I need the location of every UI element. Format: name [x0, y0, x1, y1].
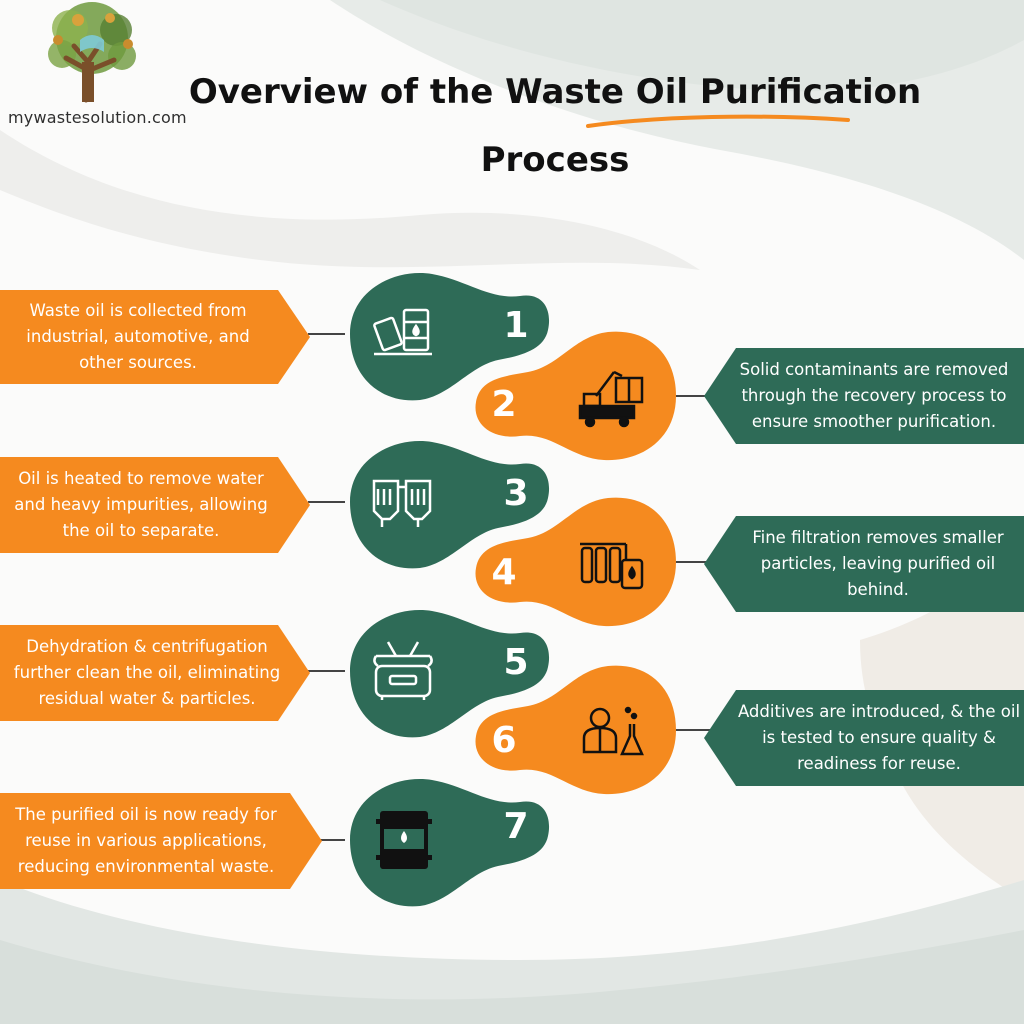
step-5-text: Dehydration & centrifugation further cle…	[13, 637, 281, 708]
step-2-box	[704, 348, 1024, 444]
step-1-text: Waste oil is collected from industrial, …	[26, 301, 250, 372]
step-1-box	[0, 290, 310, 384]
step-2-bubble	[475, 331, 676, 461]
step-3-number: 3	[503, 473, 529, 514]
logo-tree-icon	[48, 2, 136, 103]
brand-site-text: mywastesolution.com	[8, 108, 187, 127]
step-7-text: The purified oil is now ready for reuse …	[15, 805, 277, 876]
step-1-number: 1	[503, 305, 529, 346]
title-line-2: Process	[480, 140, 630, 180]
step-5-box	[0, 625, 310, 721]
title-underline	[586, 114, 850, 128]
step-2-text: Solid contaminants are removed through t…	[739, 360, 1009, 431]
step-6-text: Additives are introduced, & the oil is t…	[737, 702, 1021, 773]
step-3-bubble	[350, 441, 550, 569]
step-5-number: 5	[503, 642, 529, 683]
step-7-box	[0, 793, 322, 889]
step-2-number: 2	[491, 384, 517, 425]
oil-drums-icon	[373, 308, 432, 356]
step-7-bubble	[350, 779, 550, 907]
centrifuge-icon	[373, 641, 433, 700]
lab-tester-icon	[582, 706, 644, 756]
crane-truck-icon	[578, 370, 644, 428]
step-3-box	[0, 457, 310, 553]
step-3-text: Oil is heated to remove water and heavy …	[14, 469, 268, 540]
step-5-bubble	[350, 610, 550, 738]
page-title: Overview of the Waste Oil Purification P…	[170, 68, 940, 184]
oil-barrel-icon	[376, 811, 432, 869]
step-4-number: 4	[491, 552, 517, 593]
step-4-text: Fine filtration removes smaller particle…	[752, 528, 1004, 599]
title-line-1: Overview of the Waste Oil Purification	[188, 72, 922, 112]
step-6-number: 6	[491, 720, 517, 761]
step-7-number: 7	[503, 806, 529, 847]
heating-tanks-icon	[372, 479, 432, 527]
step-4-box	[704, 516, 1024, 612]
step-4-bubble	[475, 497, 676, 627]
step-6-bubble	[475, 665, 676, 795]
step-6-box	[704, 690, 1024, 786]
step-1-bubble	[350, 273, 550, 401]
filtration-system-icon	[580, 542, 644, 590]
